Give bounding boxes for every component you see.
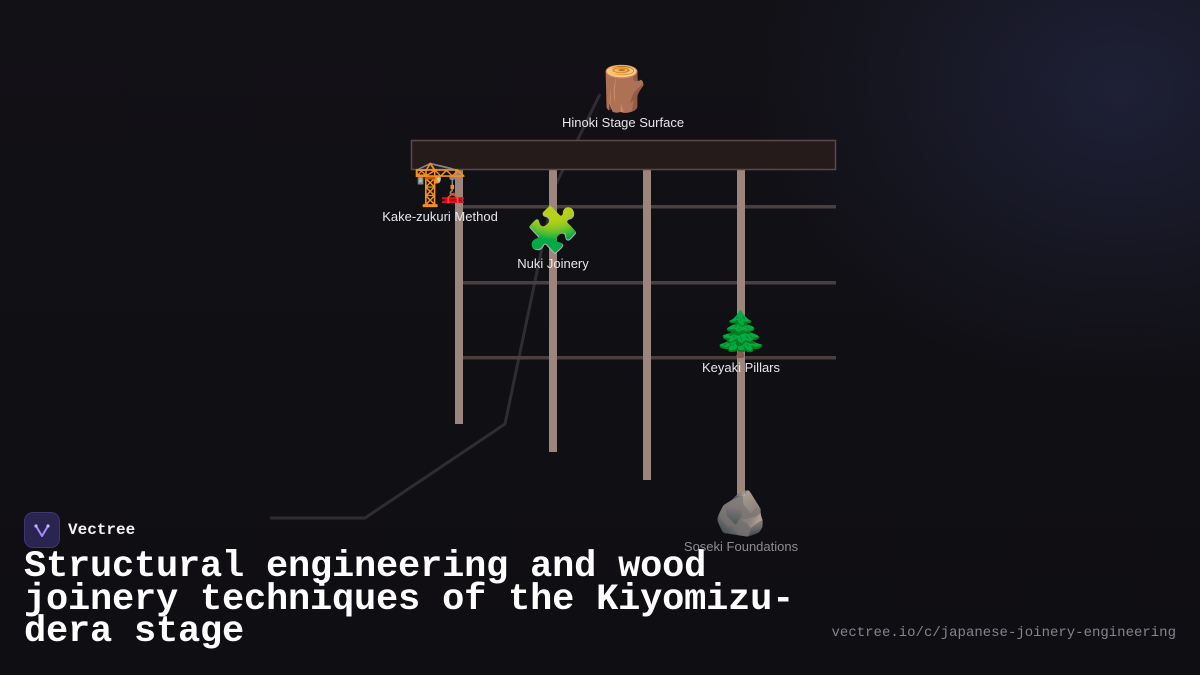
rock-icon: 🪨 (713, 488, 769, 539)
node-keyaki-pillars[interactable]: 🌲 Keyaki Pillars (701, 309, 781, 376)
puzzle-piece-icon: 🧩 (525, 205, 581, 256)
node-label: Soseki Foundations (683, 539, 799, 554)
source-url[interactable]: vectree.io/c/japanese-joinery-engineerin… (831, 625, 1176, 641)
page-title: Structural engineering and wood joinery … (24, 546, 795, 653)
pillar (737, 169, 745, 496)
evergreen-tree-icon: 🌲 (713, 309, 769, 360)
node-kake-zukuri-method[interactable]: 🏗️ Kake-zukuri Method (382, 158, 498, 225)
log-icon: 🪵 (595, 64, 651, 115)
node-hinoki-stage-surface[interactable]: 🪵 Hinoki Stage Surface (561, 64, 685, 131)
node-label: Nuki Joinery (517, 256, 589, 271)
node-label: Kake-zukuri Method (382, 209, 498, 224)
node-label: Hinoki Stage Surface (561, 115, 685, 130)
crane-icon: 🏗️ (412, 158, 468, 209)
brand[interactable]: Vectree (24, 512, 135, 548)
pillar (643, 169, 651, 480)
node-soseki-foundations[interactable]: 🪨 Soseki Foundations (683, 488, 799, 555)
stage-deck (410, 139, 837, 171)
vectree-logo-icon (24, 512, 60, 548)
node-nuki-joinery[interactable]: 🧩 Nuki Joinery (517, 205, 589, 272)
pillar (455, 169, 463, 424)
node-label: Keyaki Pillars (701, 360, 781, 375)
pillar (549, 169, 557, 452)
brand-name: Vectree (68, 521, 136, 539)
